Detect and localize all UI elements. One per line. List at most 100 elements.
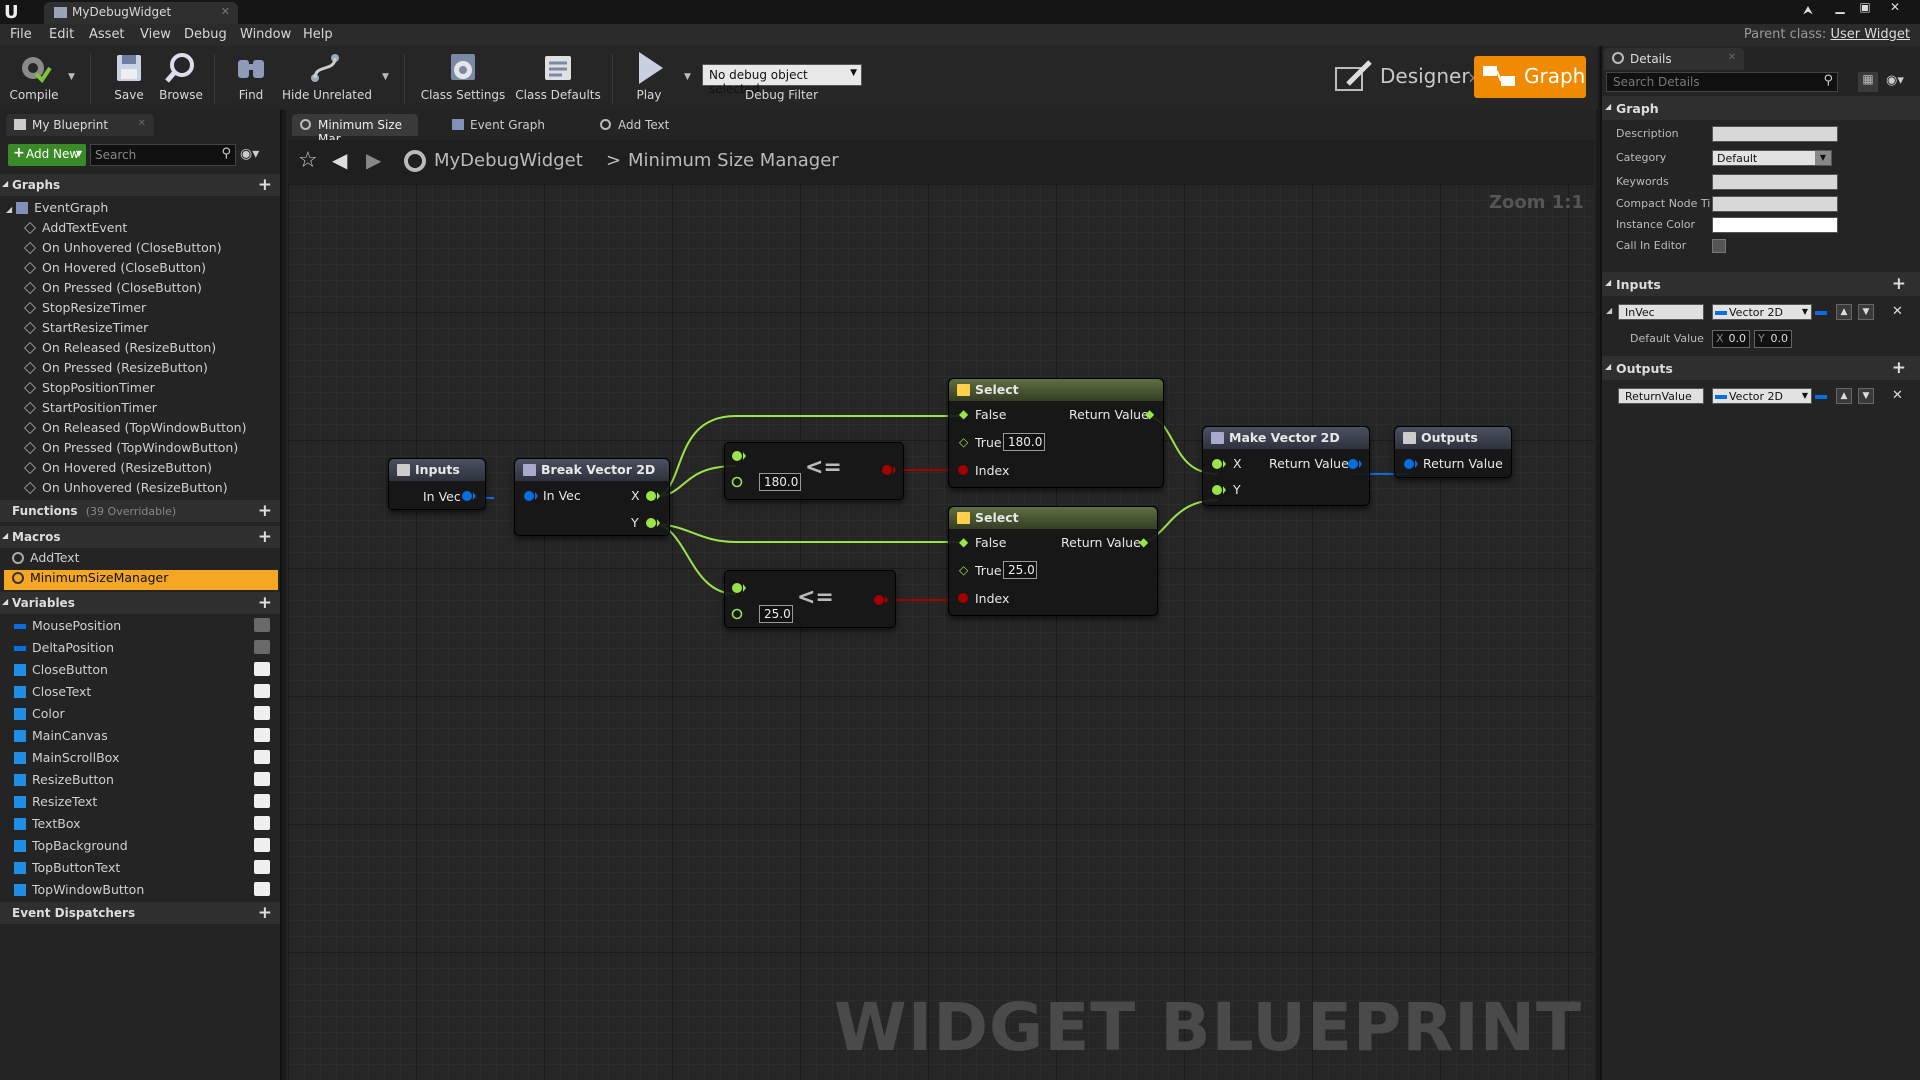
call-in-editor-checkbox[interactable] [1712,239,1726,253]
menu-asset[interactable]: Asset [89,27,125,42]
event-item[interactable]: On Unhovered (ResizeButton) [24,480,228,500]
event-item[interactable]: StopPositionTimer [24,380,155,400]
maximize-icon[interactable]: ▣ [1859,0,1871,14]
eye-open-icon[interactable] [254,816,270,830]
variable-item[interactable]: CloseButton [4,660,276,680]
vector-pin-in-icon[interactable] [523,489,539,503]
compare-2-value[interactable]: 25.0 [759,605,793,623]
variable-item[interactable]: ResizeButton [4,770,276,790]
menu-view[interactable]: View [140,27,171,42]
close-tab-icon[interactable]: ✕ [220,5,230,18]
eye-open-icon[interactable] [254,750,270,764]
event-item[interactable]: On Released (TopWindowButton) [24,420,247,440]
description-field[interactable] [1712,126,1838,142]
select-node-1[interactable]: Select ◆ False Return Value ◆ ◇ True 180… [948,378,1164,488]
keywords-field[interactable] [1712,174,1838,190]
wildcard-pin-in-icon[interactable]: ◆ [959,407,969,421]
event-item[interactable]: On Pressed (ResizeButton) [24,360,208,380]
input-name-field[interactable]: InVec [1618,304,1704,320]
graph-section-header[interactable]: ◢ Graph [1602,96,1920,120]
minimize-icon[interactable]: ▁ [1835,0,1845,14]
float-pin-in-icon[interactable] [731,449,747,463]
add-output-plus-icon[interactable]: + [1891,358,1906,378]
vector-pin-out-icon[interactable] [461,489,477,503]
eye-open-icon[interactable] [254,662,270,676]
macro-item-addtext[interactable]: AddText [12,550,272,570]
document-tab[interactable]: MyDebugWidget ✕ [44,2,238,24]
event-item[interactable]: On Released (ResizeButton) [24,340,216,360]
move-down-button[interactable]: ▼ [1858,388,1874,404]
select-2-true-value[interactable]: 25.0 [1003,561,1037,579]
variable-item[interactable]: MainScrollBox [4,748,276,768]
remove-input-icon[interactable]: ✕ [1892,304,1903,319]
add-macro-plus-icon[interactable]: + [257,527,272,547]
class-defaults-button[interactable]: Class Defaults [514,50,602,108]
save-button[interactable]: Save [104,50,154,108]
eye-open-icon[interactable] [254,706,270,720]
bool-pin-in-icon[interactable] [957,591,973,605]
add-new-button[interactable]: + Add New ▼ [8,144,86,166]
float-pin-in-icon[interactable] [1211,483,1227,497]
graph-mode-button[interactable]: Graph [1474,56,1586,98]
variable-item[interactable]: TextBox [4,814,276,834]
menu-file[interactable]: File [10,27,32,42]
instance-color-swatch[interactable] [1712,217,1838,233]
event-item[interactable]: StopResizeTimer [24,300,146,320]
class-settings-button[interactable]: Class Settings [418,50,508,108]
event-item[interactable]: On Hovered (ResizeButton) [24,460,212,480]
compare-1-value[interactable]: 180.0 [759,473,801,491]
bool-pin-out-icon[interactable] [881,463,897,477]
visibility-eye-icon[interactable]: ◉▾ [1886,73,1904,88]
wildcard-pin-in-hollow-icon[interactable]: ◇ [959,435,969,449]
category-select[interactable]: Default ▼ [1712,150,1832,166]
input-type-select[interactable]: Vector 2D ▼ [1712,304,1812,320]
float-pin-in-hollow-icon[interactable] [731,607,747,621]
eye-open-icon[interactable] [254,794,270,808]
variable-item[interactable]: DeltaPosition [4,638,276,658]
event-item[interactable]: On Pressed (TopWindowButton) [24,440,238,460]
eye-open-icon[interactable] [254,728,270,742]
compile-button[interactable]: Compile [4,50,64,108]
outputs-section-header[interactable]: ◢ Outputs + [1602,356,1920,380]
close-window-icon[interactable]: ✕ [1889,0,1901,14]
float-pin-out-icon[interactable] [645,516,661,530]
menu-edit[interactable]: Edit [49,27,75,42]
select-1-true-value[interactable]: 180.0 [1003,433,1045,451]
close-tab-icon[interactable]: ✕ [137,118,146,129]
move-down-button[interactable]: ▼ [1858,304,1874,320]
find-button[interactable]: Find [226,50,276,108]
float-pin-in-hollow-icon[interactable] [731,475,747,489]
event-item[interactable]: AddTextEvent [24,220,127,240]
event-dispatchers-section-header[interactable]: Event Dispatchers + [0,902,280,924]
my-blueprint-tab[interactable]: My Blueprint ✕ [6,114,154,136]
tab-event-graph[interactable]: Event Graph [444,114,576,136]
variable-item[interactable]: CloseText [4,682,276,702]
inputs-section-header[interactable]: ◢ Inputs + [1602,272,1920,296]
add-function-plus-icon[interactable]: + [257,501,272,521]
eye-open-icon[interactable] [254,772,270,786]
visibility-eye-icon[interactable]: ◉▾ [240,146,260,162]
menu-help[interactable]: Help [303,27,333,42]
default-x-field[interactable]: X 0.0 [1712,330,1750,348]
menu-window[interactable]: Window [240,27,292,42]
event-item[interactable]: On Pressed (CloseButton) [24,280,202,300]
eye-closed-icon[interactable] [254,618,270,632]
tab-add-text[interactable]: Add Text [592,114,718,136]
eye-open-icon[interactable] [254,860,270,874]
float-pin-in-icon[interactable] [731,581,747,595]
event-item[interactable]: On Hovered (CloseButton) [24,260,206,280]
compare-node-2[interactable]: 25.0 <= [724,570,896,628]
eye-closed-icon[interactable] [254,640,270,654]
compact-node-title-field[interactable] [1712,196,1838,212]
variable-item[interactable]: Color [4,704,276,724]
variable-item[interactable]: TopWindowButton [4,880,276,900]
compile-options-chevron-icon[interactable]: ▼ [68,72,75,82]
property-matrix-icon[interactable]: ▦ [1858,72,1878,92]
blueprint-search-input[interactable]: Search ⚲ [90,144,236,166]
notification-icon[interactable]: ⮝ [1802,3,1814,17]
inputs-node[interactable]: Inputs In Vec [388,458,486,510]
add-dispatcher-plus-icon[interactable]: + [257,903,272,923]
hide-unrelated-chevron-icon[interactable]: ▼ [382,72,389,82]
breadcrumb-root[interactable]: MyDebugWidget [434,150,583,171]
back-arrow-icon[interactable]: ◀ [332,148,348,172]
